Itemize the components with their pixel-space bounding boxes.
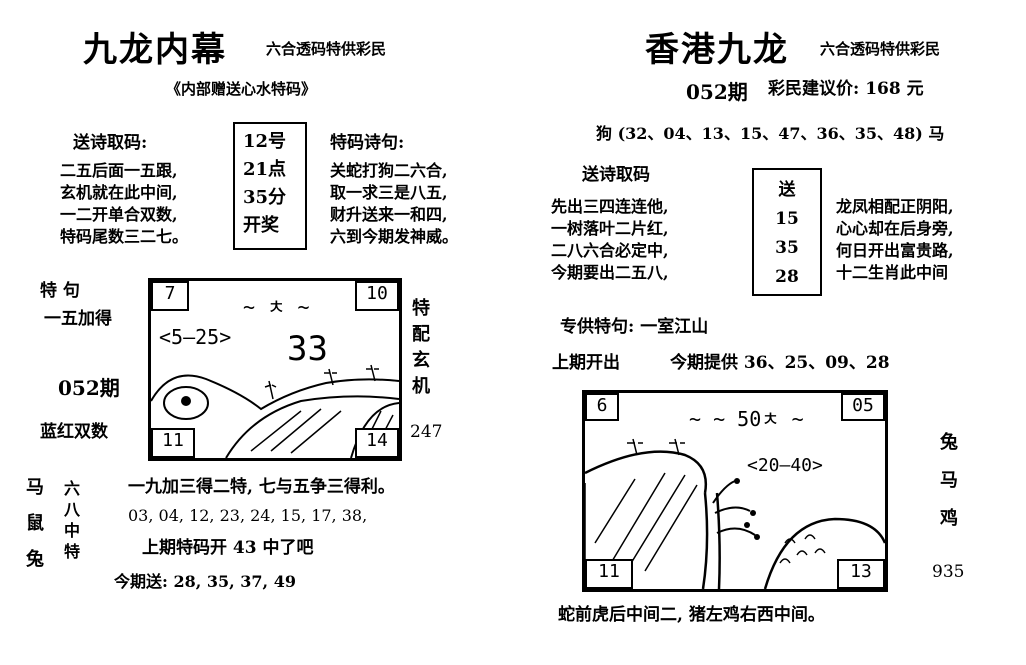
right-picture: 6 05 11 13 ~ ~ 50ㅊ ~ <20—40> — [582, 390, 888, 592]
six-eight-char: 六 — [64, 479, 81, 498]
right-scribble-range: <20—40> — [747, 455, 823, 476]
left-poem-line: 一二开单合双数, — [60, 205, 178, 224]
right-side-vertical: 兔 马 鸡 — [940, 424, 958, 538]
left-special-line: 财升送来一和四, — [330, 205, 448, 224]
left-scribble-range: <5—25> — [159, 325, 232, 349]
box-number: 15 — [775, 209, 799, 229]
right-issue: 052期 — [686, 80, 748, 104]
left-side-char: 玄 — [412, 350, 430, 371]
left-scribble-number: 33 — [287, 329, 328, 369]
right-corner-br: 13 — [837, 559, 885, 589]
right-corner-tr: 05 — [841, 393, 885, 421]
right-last-label: 上期开出 — [552, 353, 620, 373]
zodiac-char: 兔 — [26, 549, 44, 570]
right-side-char: 鸡 — [940, 508, 958, 529]
left-special-heading: 特码诗句: — [330, 133, 405, 153]
right-poem-line: 一树落叶二片红, — [551, 219, 669, 238]
left-title: 九龙内幕 — [83, 30, 227, 70]
left-side-vertical: 特 配 玄 机 — [412, 296, 430, 400]
right-corner-tl: 6 — [585, 393, 619, 421]
draw-point: 21点 — [243, 159, 287, 180]
left-poem: 二五后面一五跟, 玄机就在此中间, 一二开单合双数, 特码尾数三二七。 — [60, 160, 188, 248]
right-tree-drawing — [585, 438, 885, 589]
left-scribble-top: ~ ㅊ ~ — [243, 295, 310, 319]
zodiac-char: 马 — [26, 477, 44, 498]
left-special-line: 取一求三是八五, — [330, 183, 448, 202]
left-draw-time-box: 12号 21点 35分 开奖 — [233, 122, 307, 250]
left-picture: 7 10 11 14 ~ ㅊ ~ <5—25> 33 — [148, 278, 402, 461]
left-issue: 052期 — [58, 376, 120, 400]
right-side-char: 兔 — [940, 432, 958, 453]
left-side-char: 机 — [412, 376, 430, 397]
draw-label: 开奖 — [243, 215, 279, 236]
right-poem-line: 今期要出二五八, — [551, 263, 669, 282]
right-slogan: 六合透码特供彩民 — [820, 40, 941, 58]
right-poem-line: 二八六合必定中, — [551, 241, 669, 260]
left-corner-bl: 11 — [151, 428, 195, 458]
draw-minute: 35分 — [243, 187, 287, 208]
right-side-number: 935 — [932, 562, 965, 582]
box-number: 35 — [775, 238, 799, 258]
left-side-number: 247 — [410, 422, 443, 442]
left-slogan: 六合透码特供彩民 — [266, 40, 387, 58]
left-special-poem: 关蛇打狗二六合, 取一求三是八五, 财升送来一和四, 六到今期发神威。 — [330, 160, 458, 248]
left-special-line: 关蛇打狗二六合, — [330, 161, 448, 180]
right-poem2-line: 心心却在后身旁, — [836, 219, 954, 238]
right-poem2-line: 龙凤相配正阴阳, — [836, 197, 954, 216]
left-special-line: 六到今期发神威。 — [330, 227, 459, 246]
right-corner-bl: 11 — [585, 559, 633, 589]
left-subtitle: 《内部赠送心水特码》 — [166, 80, 317, 98]
right-scribble-top: ~ ~ 50ㅊ ~ — [689, 407, 804, 431]
left-poem-line: 玄机就在此中间, — [60, 183, 178, 202]
right-number-box: 送 15 35 28 — [752, 168, 822, 296]
right-side-char: 马 — [940, 470, 958, 491]
left-poem-line: 特码尾数三二七。 — [60, 227, 189, 246]
left-zodiac-column: 马 鼠 兔 — [26, 470, 44, 578]
left-poem-heading: 送诗取码: — [73, 133, 148, 153]
right-poem2: 龙凤相配正阴阳, 心心却在后身旁, 何日开出富贵路, 十二生肖此中间 — [836, 196, 954, 284]
six-eight-char: 中 — [64, 521, 81, 540]
left-poem-line: 二五后面一五跟, — [60, 161, 178, 180]
right-provide-line: 今期提供 36、25、09、28 — [670, 353, 890, 373]
left-tejv-label: 特 句 — [40, 281, 80, 301]
left-side-char: 特 — [412, 298, 430, 319]
box-number: 28 — [775, 267, 799, 287]
left-color-hint: 蓝红双数 — [40, 422, 108, 442]
left-rule-line: 一九加三得二特, 七与五争三得利。 — [128, 477, 395, 497]
left-six-eight-column: 六 八 中 特 — [64, 478, 80, 562]
right-dog-line: 狗 (32、04、13、15、47、36、35、48) 马 — [596, 124, 945, 143]
zodiac-char: 鼠 — [26, 513, 44, 534]
left-corner-tl: 7 — [151, 281, 189, 311]
left-last-line: 上期特码开 43 中了吧 — [142, 538, 314, 558]
right-poem2-line: 何日开出富贵路, — [836, 241, 954, 260]
right-special-line: 专供特句: 一室江山 — [560, 317, 709, 337]
left-today-line: 今期送: 28, 35, 37, 49 — [114, 572, 296, 591]
left-side-char: 配 — [412, 324, 430, 345]
right-poem-line: 先出三四连连他, — [551, 197, 669, 216]
left-corner-br: 14 — [355, 428, 399, 458]
six-eight-char: 特 — [64, 542, 81, 561]
right-title: 香港九龙 — [645, 30, 789, 70]
left-tejv-value: 一五加得 — [44, 309, 112, 329]
right-bottom-line: 蛇前虎后中间二, 猪左鸡右西中间。 — [558, 605, 825, 625]
box-send: 送 — [778, 180, 796, 200]
left-corner-tr: 10 — [355, 281, 399, 311]
right-price: 彩民建议价: 168 元 — [768, 79, 924, 99]
draw-hour: 12号 — [243, 131, 287, 152]
right-poem-heading: 送诗取码 — [582, 165, 650, 185]
right-poem: 先出三四连连他, 一树落叶二片红, 二八六合必定中, 今期要出二五八, — [551, 196, 669, 284]
six-eight-char: 八 — [64, 500, 81, 519]
left-numbers-line: 03, 04, 12, 23, 24, 15, 17, 38, — [128, 506, 368, 525]
right-poem2-line: 十二生肖此中间 — [836, 263, 949, 282]
